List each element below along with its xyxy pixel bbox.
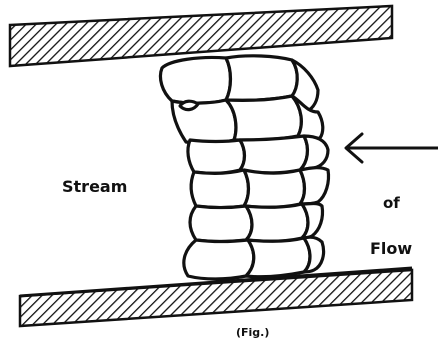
stone [190, 206, 252, 242]
stone [160, 57, 230, 103]
label-flow: Flow [370, 239, 412, 258]
stone-fragment [180, 101, 198, 109]
stone [188, 140, 245, 173]
stone [246, 238, 310, 277]
stone [191, 170, 248, 208]
stone [184, 240, 254, 279]
stone [226, 96, 301, 140]
stone [300, 168, 329, 204]
stone [226, 56, 297, 101]
stone [240, 136, 307, 173]
stone-wall [160, 56, 328, 279]
label-of: of [383, 194, 400, 212]
arrow-left-icon [346, 134, 438, 162]
stone [246, 204, 308, 241]
stone [244, 170, 305, 207]
label-stream: Stream [62, 177, 127, 196]
figure-caption: (Fig.) [236, 326, 269, 338]
